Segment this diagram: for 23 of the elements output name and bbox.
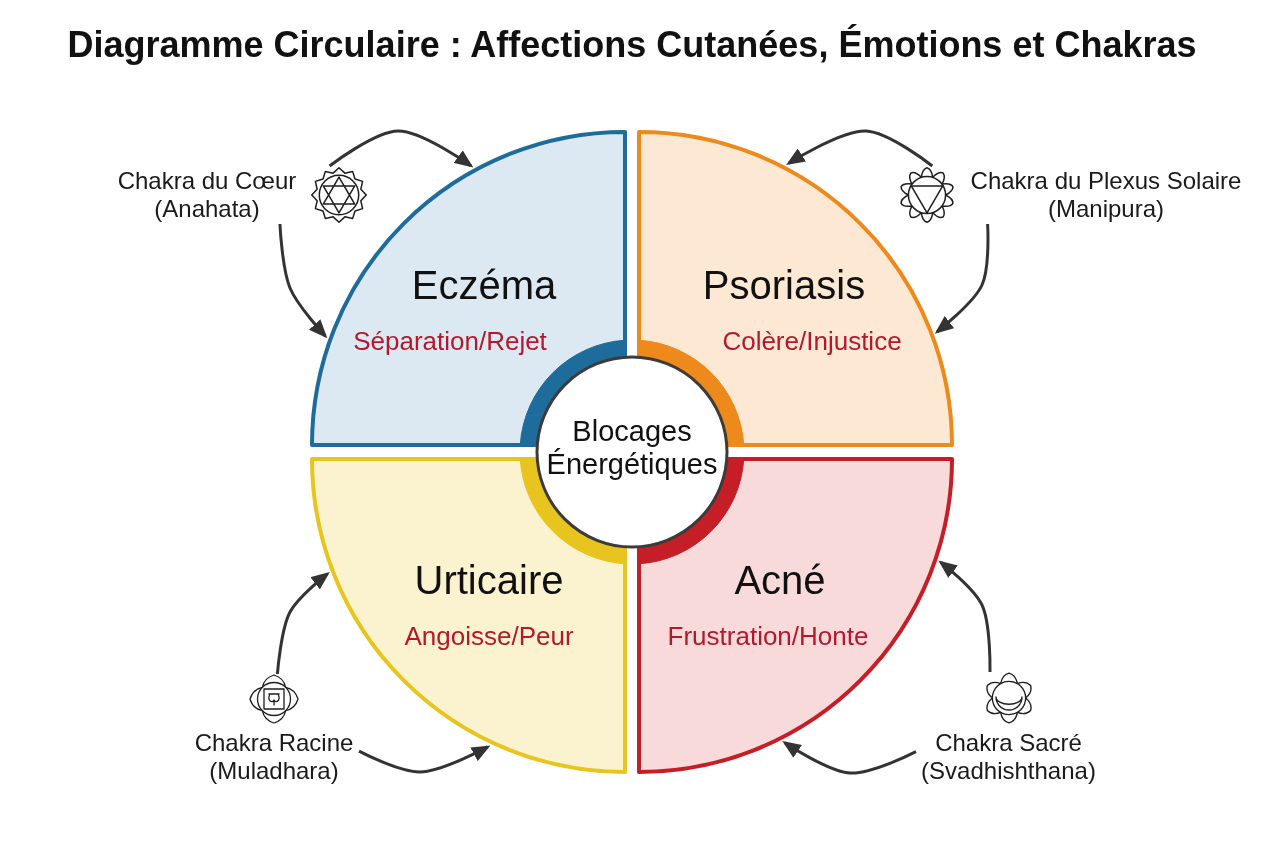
emotion-label: Angoisse/Peur (404, 622, 574, 652)
chakra-label: Chakra Sacré (Svadhishthana) (920, 729, 1097, 785)
curved-arrow (275, 571, 330, 675)
curved-arrow (782, 741, 917, 775)
curved-arrow (938, 560, 992, 672)
condition-title: Urticaire (414, 557, 564, 603)
curved-arrow (328, 129, 474, 168)
emotion-label: Colère/Injustice (722, 327, 902, 357)
center-circle (535, 355, 729, 549)
condition-title: Psoriasis (702, 262, 866, 308)
condition-title: Eczéma (411, 262, 557, 308)
curved-arrow (358, 745, 491, 774)
diagram-title: Diagramme Circulaire : Affections Cutanées, Émotions et Chakras (67, 24, 1197, 66)
curved-arrow (934, 223, 990, 334)
emotion-label: Séparation/Rejet (353, 327, 547, 357)
curved-arrow (278, 223, 328, 339)
curved-arrow (786, 129, 934, 168)
condition-title: Acné (734, 557, 826, 603)
chakra-label: Chakra Racine (Muladhara) (193, 729, 355, 785)
chakra-label: Chakra du Plexus Solaire (Manipura) (969, 167, 1243, 223)
chakra-label: Chakra du Cœur (Anahata) (116, 167, 298, 223)
center-label: Blocages Énergétiques (545, 414, 719, 482)
emotion-label: Frustration/Honte (667, 622, 869, 652)
